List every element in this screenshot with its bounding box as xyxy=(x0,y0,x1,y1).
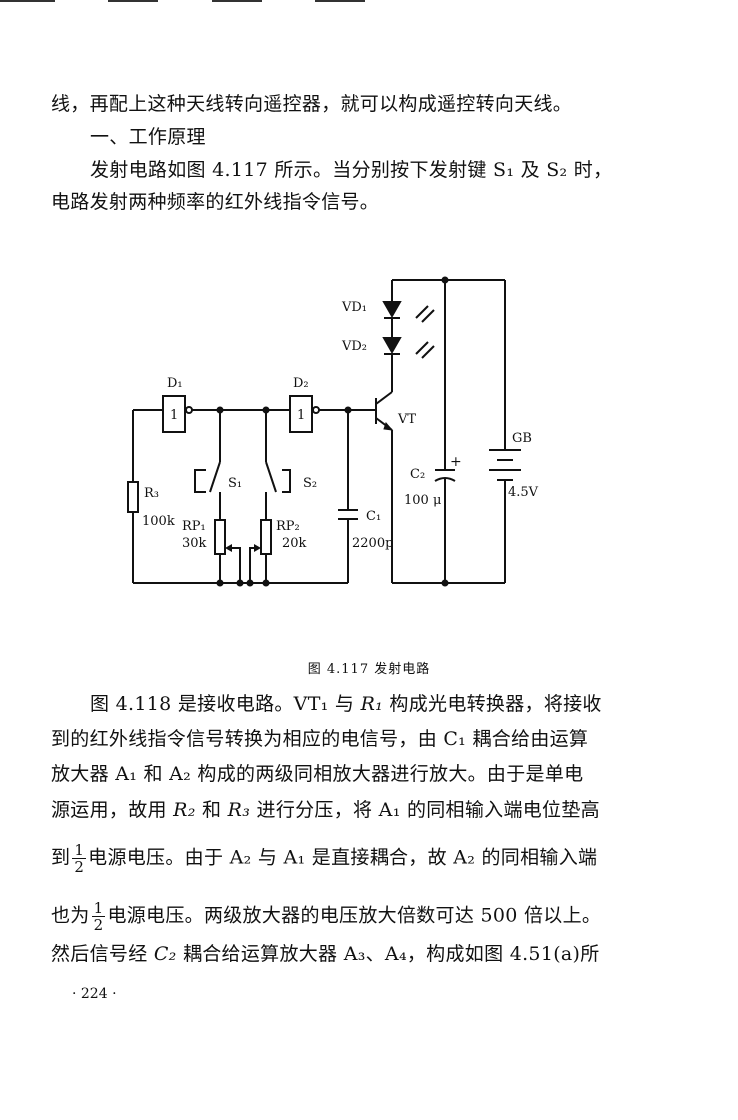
label-RP1: RP₁ xyxy=(182,519,206,534)
label-C2-value: 100 μ xyxy=(404,493,441,508)
figure-caption: 图 4.117 发射电路 xyxy=(307,662,431,677)
para-line-7: 然后信号经 C₂ 耦合给运算放大器 A₃、A₄，构成如图 4.51(a)所 xyxy=(51,943,600,965)
header-rule xyxy=(108,0,158,2)
gate2-symbol: 1 xyxy=(297,408,305,423)
label-S2: S₂ xyxy=(303,476,317,491)
circuit-diagram: D₁ 1 D₂ 1 VD₁ VD₂ VT S₁ S₂ R₃ 100k RP₁ 3… xyxy=(127,276,539,587)
label-C1: C₁ xyxy=(366,509,381,524)
label-GB: GB xyxy=(512,431,532,446)
label-D1: D₁ xyxy=(167,376,183,391)
label-RP2-value: 20k xyxy=(282,536,307,551)
header-rule xyxy=(212,0,262,2)
para-line-4: 源运用，故用 R₂ 和 R₃ 进行分压，将 A₁ 的同相输入端电位垫高 xyxy=(51,799,600,821)
para-line-2: 到的红外线指令信号转换为相应的电信号，由 C₁ 耦合给由运算 xyxy=(51,728,589,750)
header-rule xyxy=(0,0,55,2)
label-R3-value: 100k xyxy=(142,514,175,529)
para-line-1: 图 4.118 是接收电路。VT₁ 与 R₁ 构成光电转换器，将接收 xyxy=(90,693,602,715)
gate1-symbol: 1 xyxy=(170,408,178,423)
plus-sign-icon: + xyxy=(450,454,462,470)
label-VD1: VD₁ xyxy=(341,300,367,315)
label-RP1-value: 30k xyxy=(182,536,207,551)
label-VD2: VD₂ xyxy=(341,339,367,354)
label-S1: S₁ xyxy=(228,476,242,491)
page-number: · 224 · xyxy=(72,986,117,1002)
label-GB-value: 4.5V xyxy=(508,485,539,500)
label-R3: R₃ xyxy=(144,486,159,501)
label-C2: C₂ xyxy=(410,467,425,482)
label-RP2: RP₂ xyxy=(276,519,300,534)
label-C1-value: 2200p xyxy=(352,536,393,551)
text-line-1: 线，再配上这种天线转向遥控器，就可以构成遥控转向天线。 xyxy=(51,93,573,115)
label-VT: VT xyxy=(397,412,416,427)
text-line-3: 发射电路如图 4.117 所示。当分别按下发射键 S₁ 及 S₂ 时， xyxy=(90,159,613,181)
label-D2: D₂ xyxy=(293,376,309,391)
header-rule xyxy=(315,0,365,2)
para-line-3: 放大器 A₁ 和 A₂ 构成的两级同相放大器进行放大。由于是单电 xyxy=(51,763,584,785)
section-heading: 一、工作原理 xyxy=(90,126,206,148)
text-line-4: 电路发射两种频率的红外线指令信号。 xyxy=(51,191,380,213)
